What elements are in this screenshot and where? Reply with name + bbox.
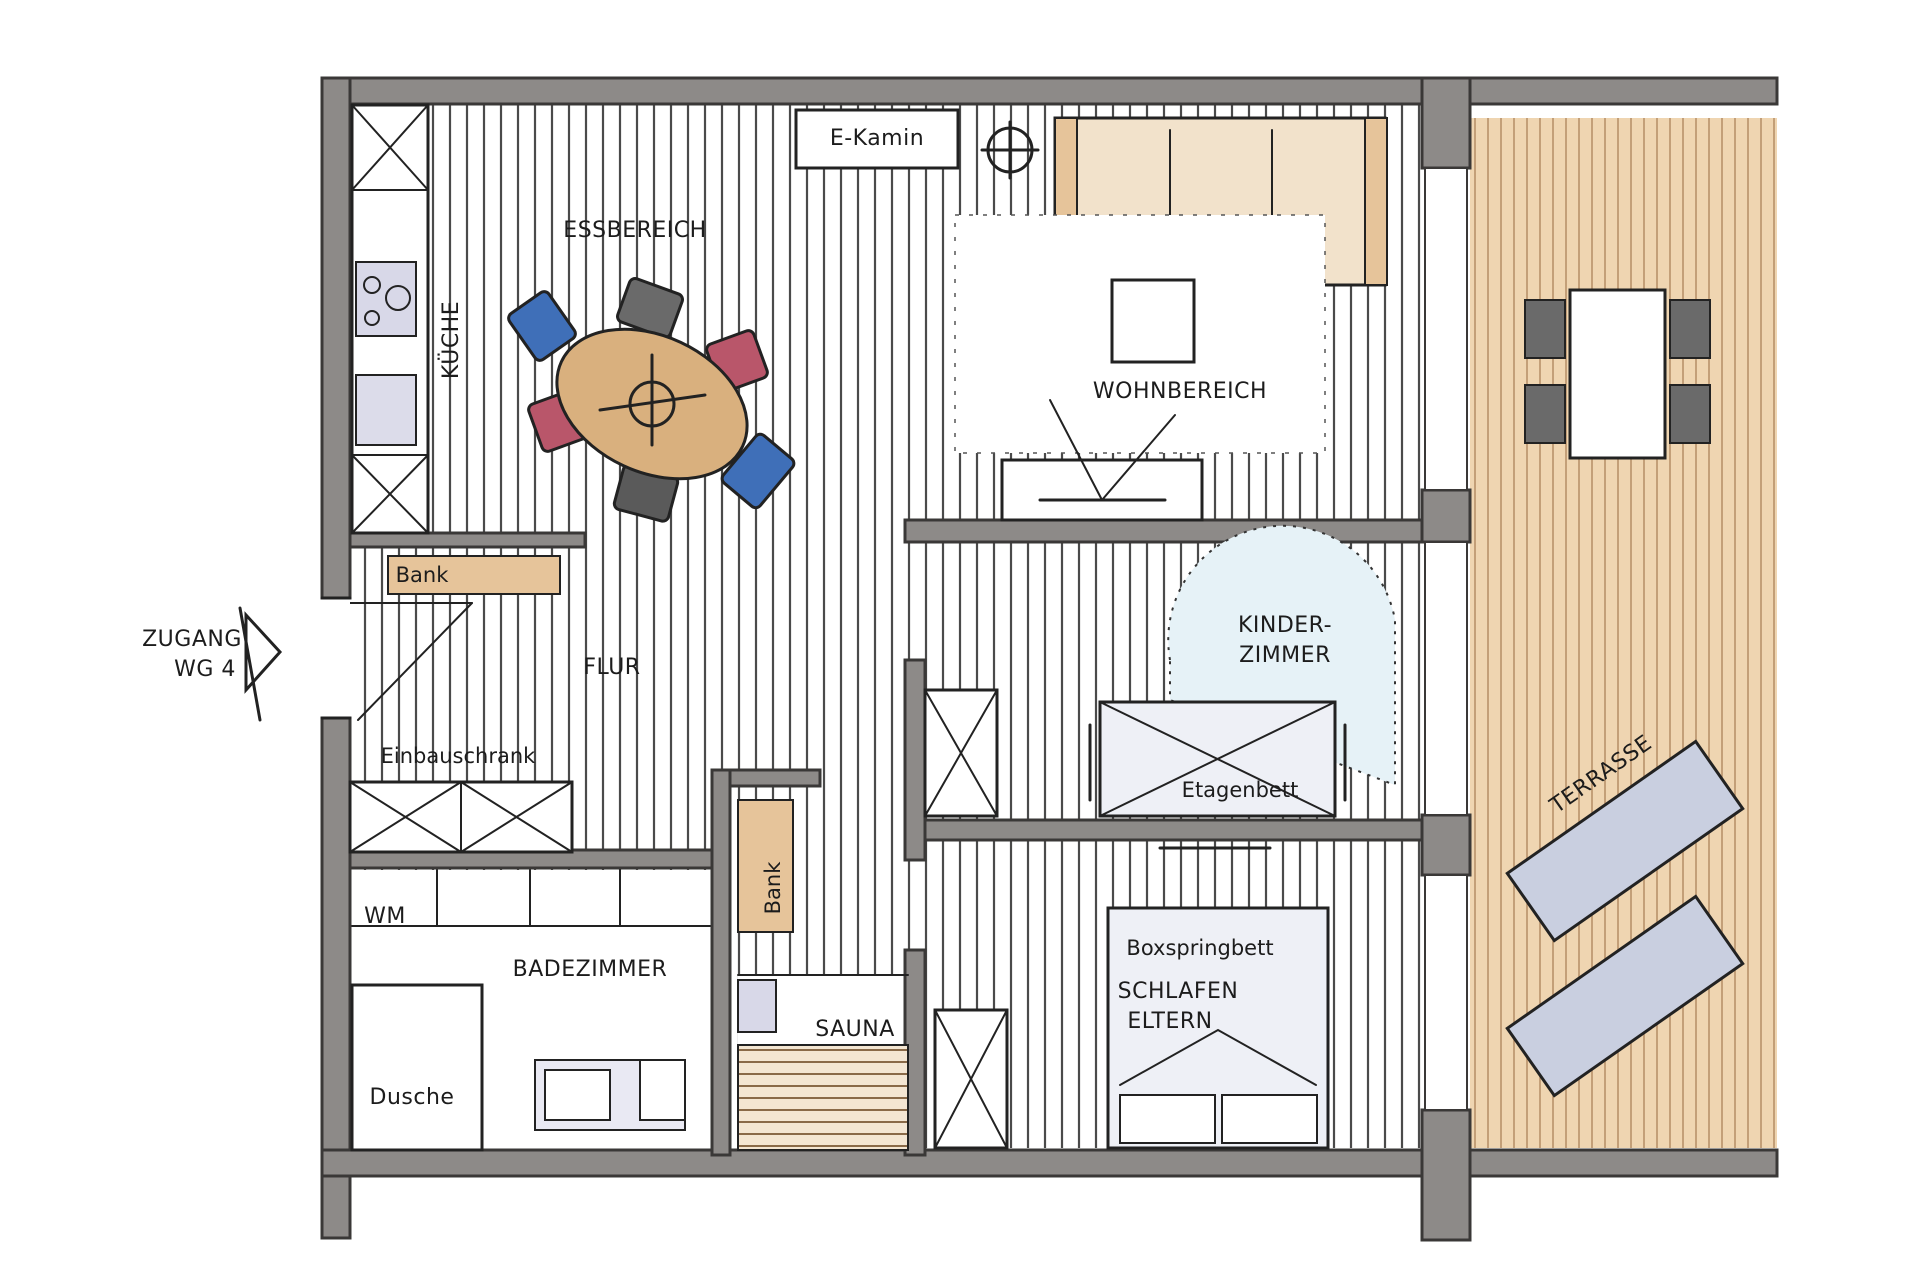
- living-furniture: [794, 108, 1388, 522]
- terrace-furniture: [1505, 288, 1745, 1098]
- window-living: [1424, 167, 1468, 491]
- label-bank-flur: Bank: [396, 563, 450, 587]
- label-dusche: Dusche: [370, 1085, 455, 1110]
- sauna-bench: [737, 799, 794, 933]
- wall-kitchen-bottom: [348, 531, 587, 549]
- label-einbauschrank: Einbauschrank: [381, 744, 537, 768]
- label-bank-sauna: Bank: [761, 861, 785, 915]
- bathroom: [350, 869, 711, 1152]
- label-kueche: KÜCHE: [438, 301, 464, 379]
- window-bedroom: [1424, 874, 1468, 1111]
- label-schlafen-line2: ELTERN: [1127, 1009, 1212, 1034]
- label-flur: FLUR: [583, 655, 640, 680]
- wall-left-upper: [320, 76, 352, 600]
- cooktop-icon: [355, 261, 417, 337]
- hallway: [238, 555, 574, 854]
- coffee-table: [1110, 278, 1196, 364]
- wall-terrace-column-mid2: [1420, 813, 1472, 877]
- wall-living-kids: [903, 518, 1424, 544]
- terrace-chair-1: [1524, 299, 1566, 359]
- label-zugang-line1: ZUGANG: [142, 627, 242, 652]
- label-sauna: SAUNA: [815, 1017, 895, 1042]
- entry-arrow-icon: [244, 611, 283, 694]
- terrace-chair-2: [1524, 384, 1566, 444]
- wall-top: [320, 76, 1779, 106]
- window-kids: [1424, 541, 1468, 816]
- label-kinder-line2: ZIMMER: [1239, 643, 1331, 668]
- wall-bottom: [320, 1148, 1779, 1178]
- kitchen: [350, 103, 430, 535]
- sauna: [737, 799, 909, 1151]
- kitchen-counter: [350, 103, 430, 535]
- label-wm: WM: [364, 904, 406, 929]
- tv-sideboard: [1000, 458, 1204, 522]
- label-schlafen-line1: SCHLAFEN: [1118, 979, 1239, 1004]
- label-badezimmer: BADEZIMMER: [513, 957, 668, 982]
- washbasin-icon: [544, 1069, 611, 1121]
- label-essbereich: ESSBEREICH: [563, 218, 706, 243]
- sauna-slatted-bench: [737, 1044, 909, 1151]
- sink-icon: [355, 374, 417, 446]
- parents-bedroom: [933, 846, 1330, 1150]
- label-e-kamin: E-Kamin: [830, 126, 924, 151]
- label-boxspringbett: Boxspringbett: [1126, 936, 1273, 960]
- sauna-stove-icon: [737, 979, 777, 1033]
- sun-lounger-2: [1505, 894, 1745, 1098]
- wall-kids-left: [903, 658, 927, 862]
- label-kinder-line1: KINDER-: [1238, 613, 1332, 638]
- label-zugang-line2: WG 4: [174, 657, 236, 682]
- e-kamin-box: [794, 108, 960, 170]
- chair-blue-left: [507, 290, 577, 362]
- bench-hallway: [387, 555, 561, 595]
- terrace-table: [1568, 288, 1667, 460]
- label-etagenbett: Etagenbett: [1182, 778, 1299, 802]
- kids-room: [923, 524, 1396, 818]
- walls: [320, 76, 1779, 1242]
- wall-terrace-column-mid: [1420, 488, 1472, 544]
- wall-sauna-top: [728, 768, 822, 788]
- wall-terrace-column-bottom: [1420, 1108, 1472, 1242]
- label-wohnbereich: WOHNBEREICH: [1093, 379, 1267, 404]
- terrace-chair-4: [1669, 384, 1711, 444]
- chair-blue-right: [720, 432, 796, 510]
- wall-bath-right: [710, 768, 732, 1157]
- wall-terrace-column-top: [1420, 76, 1472, 170]
- shower: [350, 983, 484, 1152]
- wall-kids-bedroom: [903, 818, 1424, 842]
- toilet-icon: [639, 1059, 686, 1121]
- dining-set: [507, 277, 796, 523]
- terrace-chair-3: [1669, 299, 1711, 359]
- sun-lounger-1: [1505, 739, 1745, 943]
